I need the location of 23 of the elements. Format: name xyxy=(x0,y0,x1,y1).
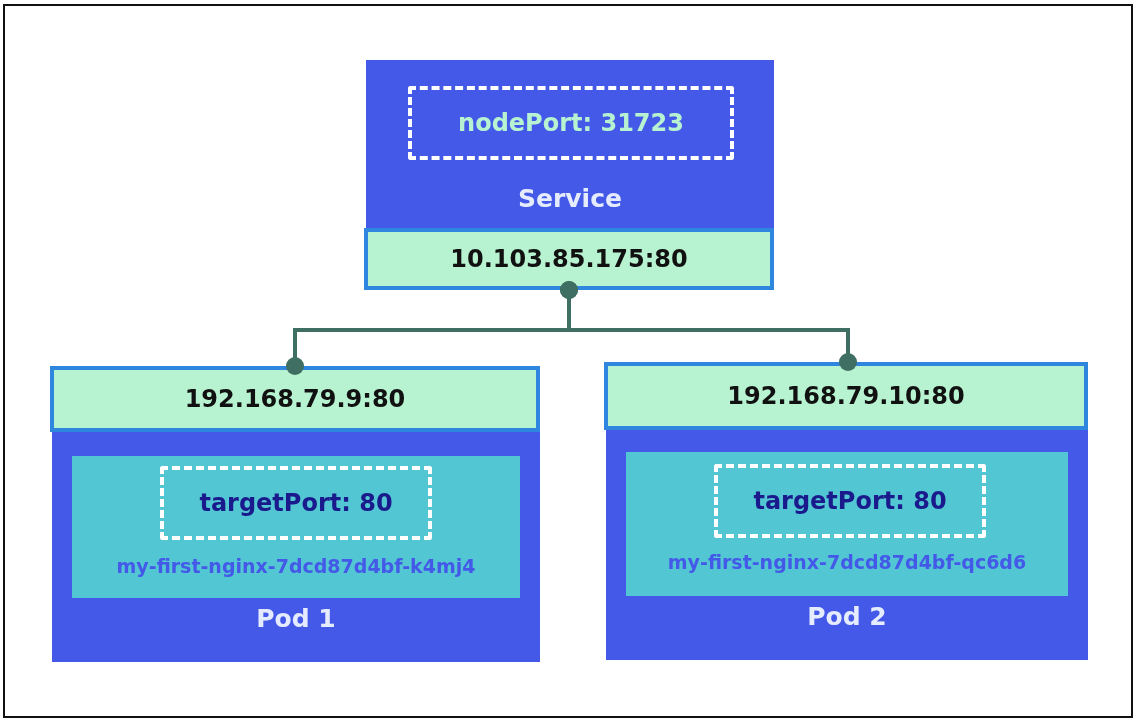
port-label: targetPort: 80 xyxy=(198,489,394,517)
box-title: Pod 1 xyxy=(255,603,337,633)
ip-address: 192.168.79.9:80 xyxy=(183,385,407,413)
pod-name: my-first-nginx-7dcd87d4bf-k4mj4 xyxy=(115,555,477,577)
container-box xyxy=(626,452,1068,596)
container-box xyxy=(72,456,520,598)
port-box xyxy=(714,464,986,538)
port-box xyxy=(408,86,734,160)
ip-address-box xyxy=(604,362,1088,430)
box-title: Service xyxy=(517,183,623,213)
ip-address: 192.168.79.10:80 xyxy=(726,382,966,410)
connector-line xyxy=(560,281,857,371)
pod-box xyxy=(52,432,540,662)
service-box xyxy=(366,60,774,230)
box-title: Pod 2 xyxy=(806,601,888,631)
ip-address-box xyxy=(364,228,774,290)
pod-name: my-first-nginx-7dcd87d4bf-qc6d6 xyxy=(666,551,1028,573)
pod-box xyxy=(606,430,1088,660)
port-label: targetPort: 80 xyxy=(752,487,948,515)
port-label: nodePort: 31723 xyxy=(457,109,685,137)
port-box xyxy=(160,466,432,540)
ip-address: 10.103.85.175:80 xyxy=(449,245,689,273)
ip-address-box xyxy=(50,366,540,432)
